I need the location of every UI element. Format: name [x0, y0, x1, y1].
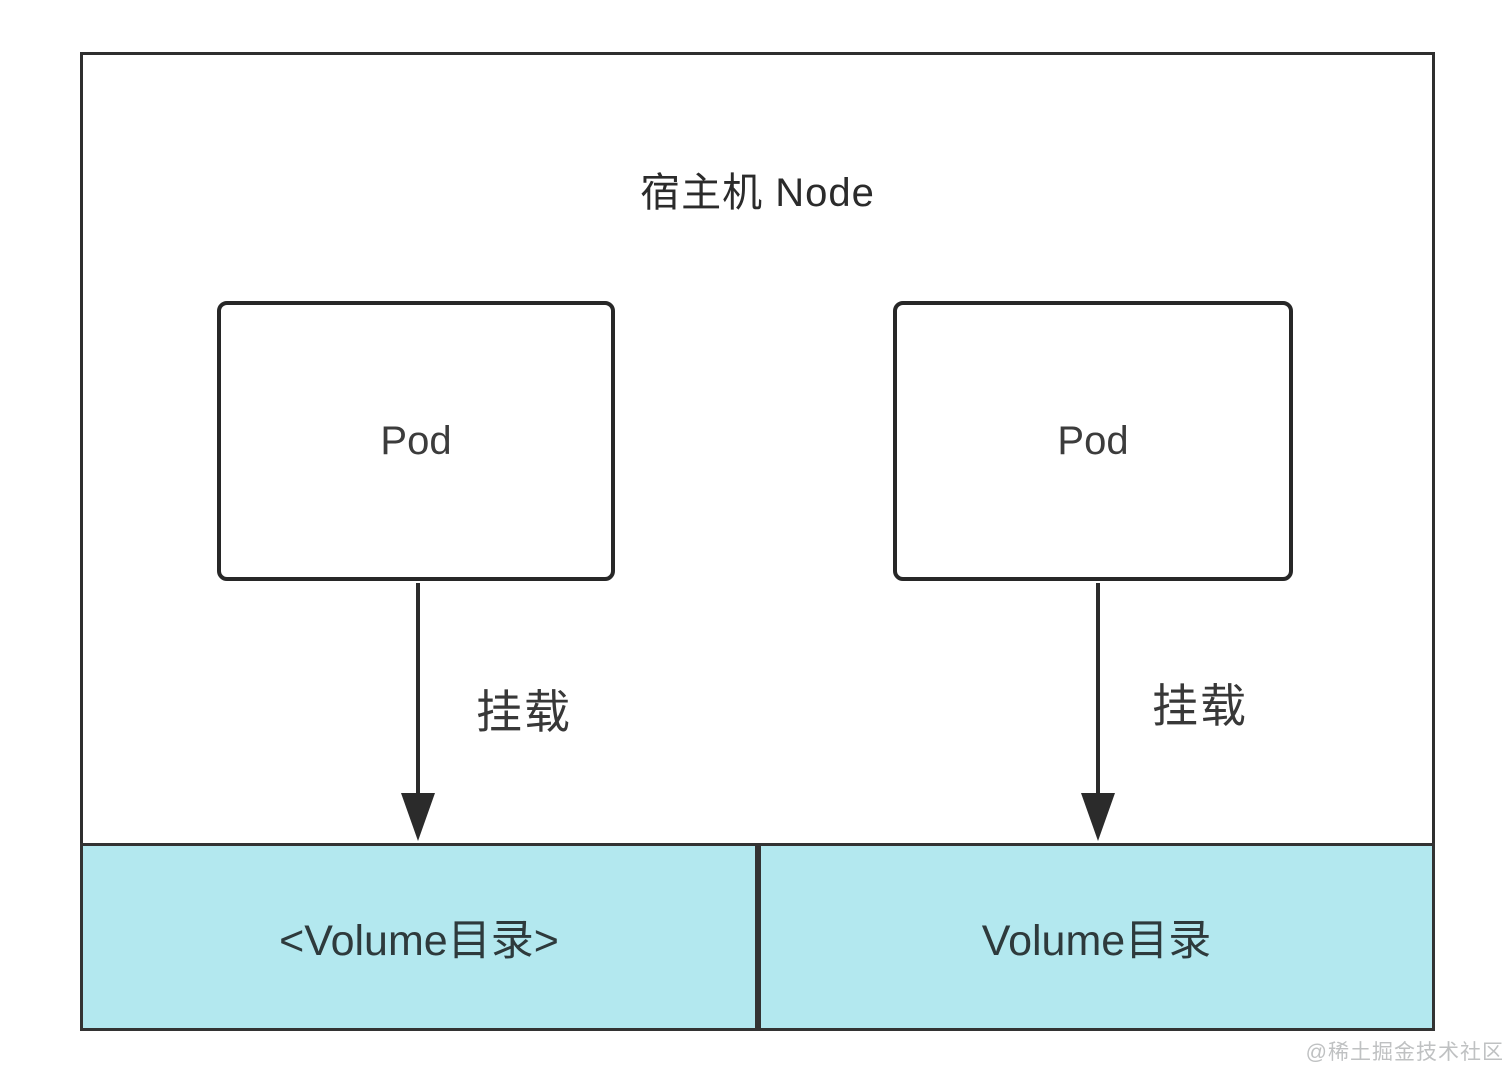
pod-box-right: Pod — [893, 301, 1293, 581]
mount-arrow-line-right — [1096, 583, 1100, 794]
volume-label: <Volume目录> — [279, 917, 559, 965]
pod-box-left: Pod — [217, 301, 615, 581]
volume-box-right: Volume目录 — [758, 843, 1435, 1031]
watermark: @稀土掘金技术社区 — [1305, 1041, 1504, 1064]
mount-arrow-head-right — [1081, 793, 1115, 841]
mount-arrow-line-left — [416, 583, 420, 794]
volume-box-left: <Volume目录> — [80, 843, 758, 1031]
host-node-title: 宿主机 Node — [640, 171, 875, 215]
pod-label: Pod — [380, 418, 452, 463]
volume-label: Volume目录 — [981, 917, 1212, 965]
mount-label-left: 挂载 — [476, 686, 572, 738]
mount-label-right: 挂载 — [1152, 680, 1248, 732]
mount-arrow-head-left — [401, 793, 435, 841]
pod-label: Pod — [1057, 418, 1129, 463]
